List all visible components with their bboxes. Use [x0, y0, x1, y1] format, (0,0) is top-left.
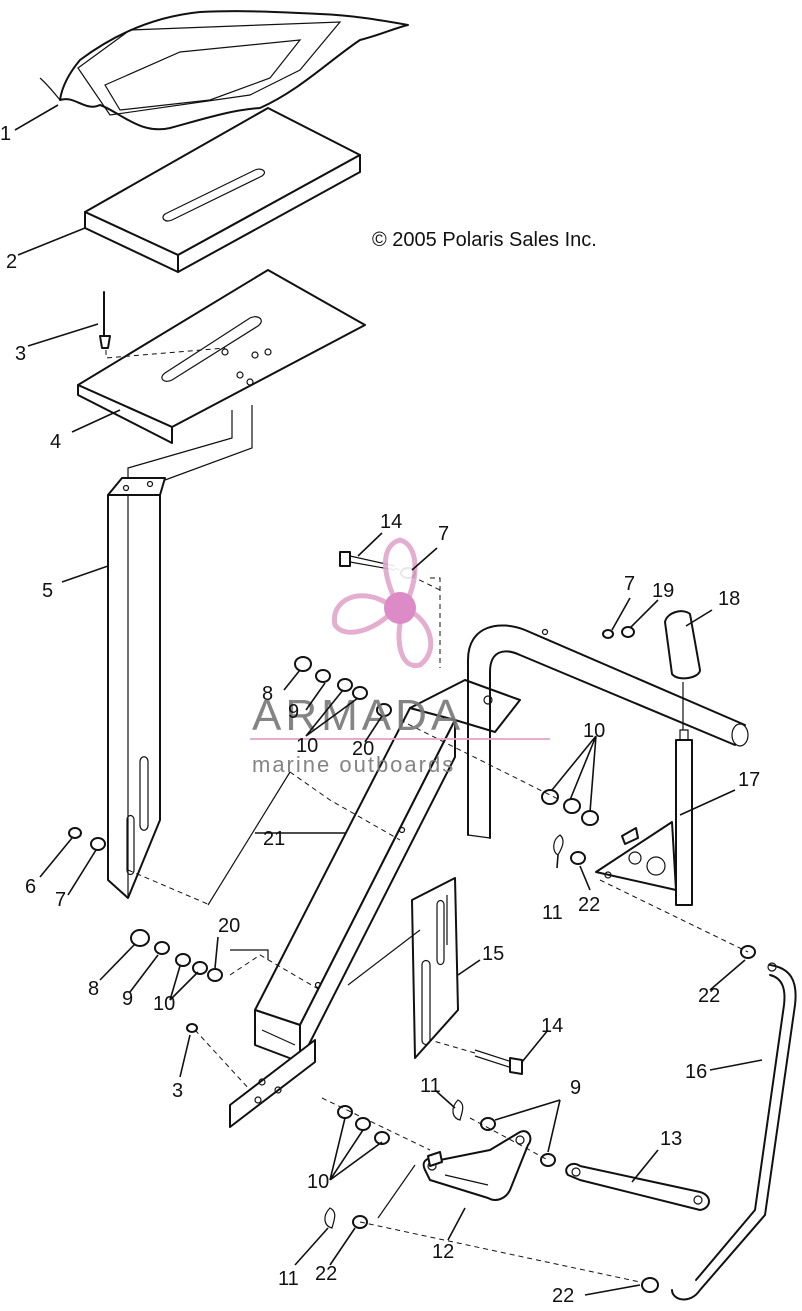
callout-12: 12: [432, 1241, 454, 1263]
part-15-bracket: [411, 877, 459, 1059]
part-4-seat-plate: [77, 269, 366, 444]
watermark-logo: ARMADA marine outboards: [250, 537, 550, 777]
callout-10-bottom: 10: [307, 1171, 329, 1193]
callout-22-upper: 22: [578, 894, 600, 916]
handle-bar-frame: [467, 624, 749, 839]
callout-11-upper: 11: [542, 902, 563, 924]
copyright-text: © 2005 Polaris Sales Inc.: [372, 229, 597, 251]
assembly-lines: [127, 577, 749, 1283]
callout-5: 5: [42, 580, 53, 602]
callout-7-right: 7: [624, 573, 635, 595]
assembly-line-4-5: [127, 410, 233, 478]
callout-2: 2: [6, 251, 17, 273]
callout-3-upper: 3: [15, 343, 26, 365]
callout-10-upper: 10: [296, 735, 318, 757]
part-2-seat-base: [84, 107, 361, 273]
callout-9-lower: 9: [122, 988, 133, 1010]
callout-21: 21: [263, 828, 285, 850]
post-top-bracket: [409, 679, 521, 733]
part-13-link-arm: [565, 1162, 710, 1211]
callout-14-lower: 14: [541, 1015, 563, 1037]
part-3-bolt-upper: [99, 291, 226, 359]
callout-22-lower: 22: [315, 1263, 337, 1285]
callout-10-right: 10: [583, 720, 605, 742]
callout-11-middle: 11: [420, 1075, 441, 1097]
callout-15: 15: [482, 943, 504, 965]
callout-19: 19: [652, 580, 674, 602]
callout-14-upper: 14: [380, 511, 402, 533]
callout-7-left: 7: [55, 889, 66, 911]
callout-9-upper: 9: [288, 701, 299, 723]
callout-6: 6: [25, 876, 36, 898]
callout-8-lower: 8: [88, 978, 99, 1000]
callout-7-upper: 7: [438, 523, 449, 545]
callout-13: 13: [660, 1128, 682, 1150]
callout-4: 4: [50, 431, 61, 453]
callout-11-lower: 11: [278, 1268, 299, 1290]
callout-20-lower: 20: [218, 915, 240, 937]
callout-22-right: 22: [698, 985, 720, 1007]
part-18-knob: [664, 610, 701, 680]
callout-1: 1: [0, 123, 11, 145]
part-12-bellcrank: [422, 1130, 532, 1201]
part-21-main-post: [229, 707, 456, 1128]
callout-8-upper: 8: [262, 683, 273, 705]
part-1-seat-cushion: [39, 10, 409, 131]
callout-18: 18: [718, 588, 740, 610]
assembly-line-4-5b: [164, 405, 253, 481]
part-17-shift-lever: [595, 682, 693, 906]
callout-labels: 1 2 3 4 5 14 7 7 19 18 8 9 10 20 10 17 2…: [0, 123, 760, 1307]
part-16-rod: [671, 962, 797, 1301]
watermark-tagline: marine outboards: [252, 752, 455, 777]
part-5-upright: [107, 477, 166, 899]
callout-16: 16: [685, 1061, 707, 1083]
part-14-bolt-lower: [429, 1039, 523, 1075]
callout-9-right: 9: [570, 1077, 581, 1099]
callout-10-lower: 10: [153, 993, 175, 1015]
callout-3-lower: 3: [172, 1080, 183, 1102]
callout-22-bottom: 22: [552, 1285, 574, 1307]
leader-lines: [14, 104, 763, 1296]
callout-17: 17: [738, 769, 760, 791]
callout-20-upper: 20: [352, 738, 374, 760]
